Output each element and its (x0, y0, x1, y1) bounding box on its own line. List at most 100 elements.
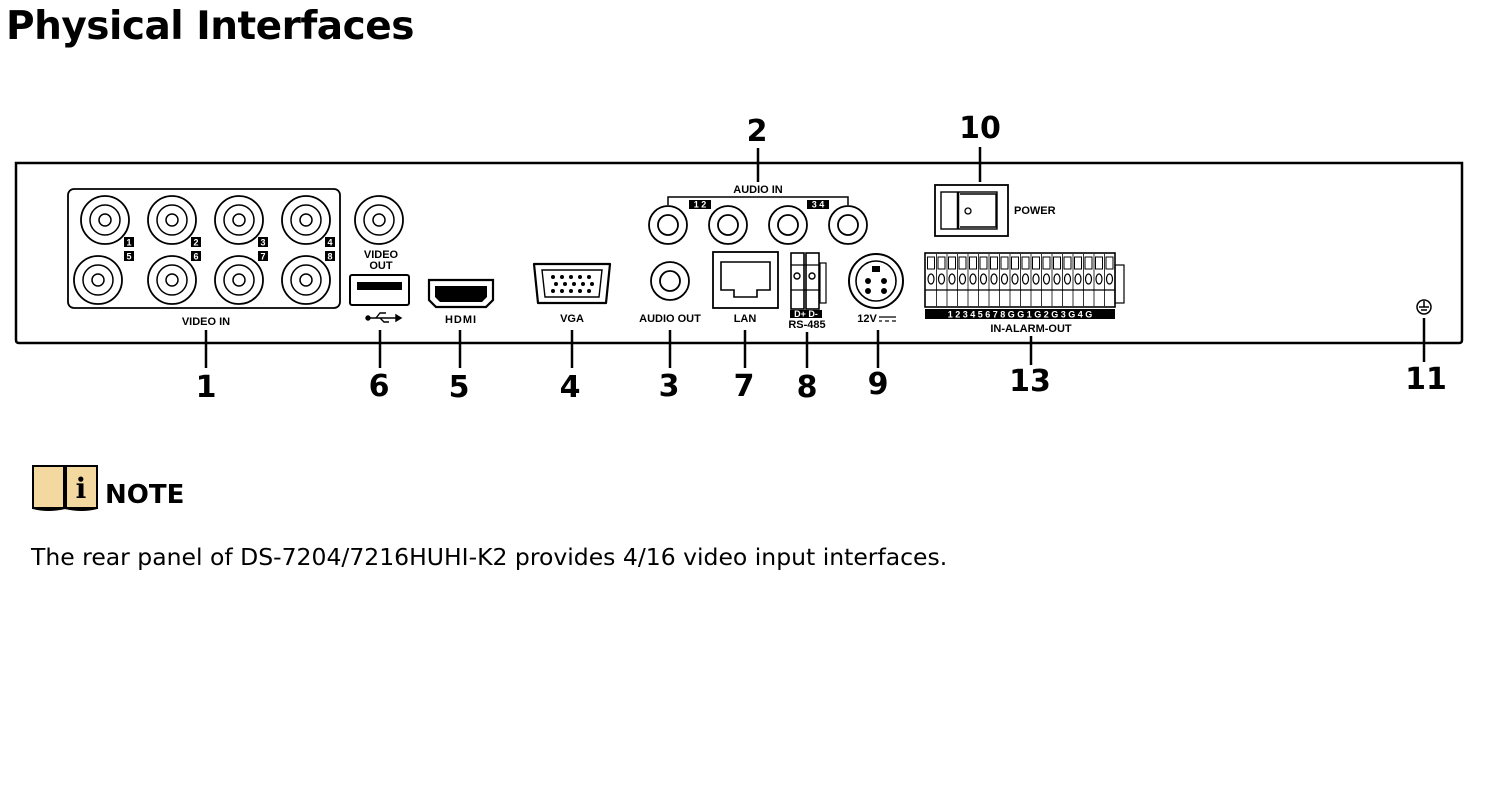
channel-badge-4: 4 (327, 238, 332, 248)
hdmi-port: HDMI (427, 278, 495, 326)
alarm-terminal-slot (1021, 256, 1030, 270)
callout-lines (204, 147, 1426, 368)
alarm-terminal-screw (1000, 273, 1009, 285)
power-input-12v: 12V (848, 253, 904, 325)
video-in-label: VIDEO IN (182, 316, 230, 328)
bnc-connector-1 (80, 195, 130, 245)
alarm-terminal-slot (1053, 256, 1061, 270)
callout-11: 11 (1405, 362, 1447, 397)
note-label: NOTE (105, 480, 185, 510)
alarm-terminal-slot (1105, 256, 1114, 270)
alarm-terminal-screw (1021, 273, 1030, 285)
alarm-pin-labels: 1 2 3 4 5 6 7 8 G G 1 G 2 G 3 G 4 G (948, 310, 1093, 320)
audio-in-block: AUDIO IN 1 2 3 4 (648, 184, 868, 245)
svg-text:i: i (76, 472, 87, 505)
vga-port: VGA (532, 262, 612, 325)
callout-2: 2 (747, 114, 768, 149)
alarm-terminal-screw (1105, 273, 1114, 285)
alarm-terminal-slot (927, 256, 935, 270)
alarm-terminal-screw (948, 273, 956, 285)
bnc-connector-6 (147, 255, 197, 305)
usb-port (349, 274, 410, 323)
usb-icon (365, 312, 403, 323)
bnc-connector-3 (214, 195, 264, 245)
rs485-port: D+ D- RS-485 (788, 252, 827, 331)
callout-13: 13 (1009, 364, 1051, 399)
callout-1: 1 (196, 370, 217, 405)
channel-badge-2: 2 (193, 238, 198, 248)
info-book-icon: i (32, 465, 98, 511)
alarm-terminal-slot (979, 256, 988, 270)
channel-badge-5: 5 (126, 252, 131, 262)
power-switch: POWER (934, 184, 1056, 237)
rs485-label: RS-485 (788, 319, 825, 331)
alarm-terminal-screw (1053, 273, 1061, 285)
audio-in-label: AUDIO IN (733, 184, 783, 196)
callout-8: 8 (797, 370, 818, 405)
bnc-connector-2 (147, 195, 197, 245)
alarm-terminal-slot (969, 256, 977, 270)
alarm-terminal-screw (1074, 273, 1082, 285)
hdmi-label: HDMI (445, 314, 477, 326)
chassis-outline (14, 161, 1464, 345)
alarm-terminal-screw (927, 273, 935, 285)
channel-badge-7: 7 (260, 252, 265, 262)
alarm-terminal-screw (990, 273, 998, 285)
rca-audio-in-4 (828, 205, 868, 245)
power-12v-label: 12V (857, 313, 877, 325)
callout-5: 5 (449, 370, 470, 405)
alarm-terminal-screw (1095, 273, 1103, 285)
alarm-terminal-slot (1011, 256, 1019, 270)
callout-9: 9 (868, 367, 889, 402)
note-text: The rear panel of DS-7204/7216HUHI-K2 pr… (31, 543, 948, 571)
audio-out-label: AUDIO OUT (639, 313, 701, 325)
alarm-terminal-slot (1095, 256, 1103, 270)
bnc-connector-5 (73, 255, 123, 305)
rca-audio-in-2 (708, 205, 748, 245)
audio-out-connector: AUDIO OUT (639, 261, 701, 325)
video-in-block: 1 5 2 6 3 7 4 8 VIDEO IN (67, 188, 341, 328)
callout-3: 3 (659, 369, 680, 404)
rs485-pin-labels: D+ D- (794, 309, 818, 319)
alarm-terminal-slot (990, 256, 998, 270)
alarm-terminal-slot (958, 256, 967, 270)
alarm-terminal-screw (1042, 273, 1051, 285)
ground-icon (1416, 299, 1432, 315)
dc-symbol-icon (879, 316, 896, 322)
page-title: Physical Interfaces (6, 4, 414, 49)
alarm-terminal-screw (969, 273, 977, 285)
alarm-terminal-screw (1011, 273, 1019, 285)
alarm-terminal-slot (1063, 256, 1072, 270)
callout-6: 6 (369, 369, 390, 404)
alarm-terminal-slot (1032, 256, 1040, 270)
callout-10: 10 (959, 111, 1001, 146)
bnc-connector-8 (281, 255, 331, 305)
alarm-terminal-slot (1084, 256, 1093, 270)
alarm-terminal-slot (937, 256, 946, 270)
alarm-terminal-screw (1032, 273, 1040, 285)
video-out-label-1: VIDEO (364, 249, 399, 261)
alarm-terminal-screw (1084, 273, 1093, 285)
alarm-terminal-screw (1063, 273, 1072, 285)
callout-4: 4 (560, 370, 581, 405)
audio-badge-34: 3 4 (812, 200, 825, 210)
video-out-connector: VIDEO OUT (354, 195, 404, 272)
lan-port: LAN (712, 251, 779, 325)
power-switch-label: POWER (1014, 205, 1056, 217)
alarm-label: IN-ALARM-OUT (990, 323, 1072, 335)
alarm-terminal-slot (1042, 256, 1051, 270)
rca-audio-in-1 (648, 205, 688, 245)
audio-badge-12: 1 2 (694, 200, 707, 210)
bnc-connector-7 (214, 255, 264, 305)
callout-7: 7 (734, 369, 755, 404)
alarm-terminal-block: 1 2 3 4 5 6 7 8 G G 1 G 2 G 3 G 4 G IN-A… (924, 252, 1125, 335)
channel-badge-1: 1 (126, 238, 131, 248)
rear-panel-diagram: 1 5 2 6 3 7 4 8 VIDEO IN VIDEO OUT HDMI (14, 111, 1464, 405)
lan-label: LAN (734, 313, 757, 325)
video-out-label-2: OUT (369, 260, 393, 272)
alarm-terminal-screw (979, 273, 988, 285)
alarm-terminal-slot (1000, 256, 1009, 270)
channel-badge-8: 8 (327, 252, 332, 262)
alarm-terminal-screw (958, 273, 967, 285)
bnc-connector-4 (281, 195, 331, 245)
